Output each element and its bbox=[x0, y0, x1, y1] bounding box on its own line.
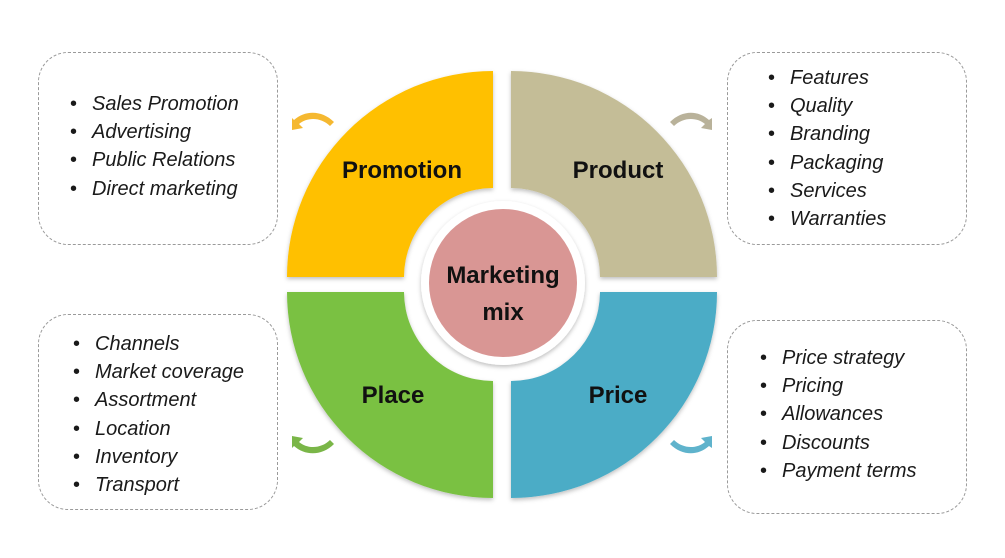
bullet-icon: • bbox=[70, 121, 78, 144]
item-text: Direct marketing bbox=[92, 177, 238, 200]
item-text: Transport bbox=[95, 474, 180, 497]
item-text: Features bbox=[790, 67, 869, 89]
list-item: • Warranties bbox=[768, 205, 886, 233]
list-item: • Price strategy bbox=[760, 344, 916, 372]
bullet-icon: • bbox=[70, 93, 78, 115]
bullet-icon: • bbox=[73, 361, 81, 384]
bullet-icon: • bbox=[70, 149, 78, 172]
bullet-icon: • bbox=[73, 389, 81, 412]
product-label: Product bbox=[573, 157, 664, 184]
bullet-icon: • bbox=[768, 208, 776, 231]
list-item: • Quality bbox=[768, 92, 886, 120]
bullet-icon: • bbox=[73, 333, 81, 355]
bullet-icon: • bbox=[768, 179, 776, 202]
center-label-line2: mix bbox=[482, 299, 524, 326]
item-text: Assortment bbox=[95, 389, 197, 412]
price-box: • Price strategy • Pricing • Allowances • Di… bbox=[727, 320, 967, 514]
promotion-box: • Sales Promotion • Advertising • Public Re… bbox=[38, 52, 278, 245]
bullet-icon: • bbox=[73, 417, 81, 440]
center-label-line1: Marketing bbox=[446, 262, 559, 289]
item-text: Allowances bbox=[782, 403, 884, 426]
list-item: • Assortment bbox=[73, 386, 244, 414]
item-text: Channels bbox=[95, 333, 180, 355]
item-text: Advertising bbox=[92, 121, 191, 144]
item-text: Pricing bbox=[782, 375, 844, 398]
price-segment bbox=[511, 292, 717, 498]
list-item: • Inventory bbox=[73, 443, 244, 471]
list-item: • Pricing bbox=[760, 372, 916, 400]
bullet-icon: • bbox=[760, 347, 768, 369]
product-list: •Features •Quality •Branding •Packaging … bbox=[768, 64, 886, 233]
price-list: • Price strategy • Pricing • Allowances • Di… bbox=[760, 344, 916, 485]
bullet-icon: • bbox=[768, 95, 776, 118]
bullet-icon: • bbox=[768, 123, 776, 146]
item-text: Price strategy bbox=[782, 347, 905, 369]
item-text: Warranties bbox=[790, 208, 887, 231]
item-text: Payment terms bbox=[782, 459, 917, 482]
list-item: • Allowances bbox=[760, 400, 916, 428]
list-item: • Features bbox=[768, 64, 886, 92]
list-item: • Packaging bbox=[768, 149, 886, 177]
item-text: Quality bbox=[790, 95, 853, 118]
bullet-icon: • bbox=[760, 375, 768, 398]
place-list: • Channels • Market coverage • Assortment •… bbox=[73, 330, 244, 499]
item-text: Branding bbox=[790, 123, 871, 146]
list-item: • Public Relations bbox=[70, 146, 239, 174]
list-item: • Services bbox=[768, 177, 886, 205]
list-item: • Transport bbox=[73, 471, 244, 499]
item-text: Market coverage bbox=[95, 361, 244, 384]
place-label: Place bbox=[362, 382, 425, 409]
list-item: • Payment terms bbox=[760, 457, 916, 485]
product-arrow-icon bbox=[670, 112, 712, 130]
bullet-icon: • bbox=[760, 403, 768, 426]
product-box: •Features •Quality •Branding •Packaging … bbox=[727, 52, 967, 245]
list-item: • Channels bbox=[73, 330, 244, 358]
item-text: Inventory bbox=[95, 445, 178, 468]
list-item: • Advertising bbox=[70, 118, 239, 146]
place-segment bbox=[287, 292, 493, 498]
list-item: • Location bbox=[73, 415, 244, 443]
bullet-icon: • bbox=[760, 431, 768, 454]
bullet-icon: • bbox=[73, 474, 81, 497]
center-circle bbox=[429, 209, 577, 357]
place-arrow-icon bbox=[292, 436, 334, 454]
product-segment bbox=[511, 71, 717, 277]
item-text: Sales Promotion bbox=[92, 93, 239, 115]
item-text: Services bbox=[790, 179, 867, 202]
bullet-icon: • bbox=[768, 67, 776, 89]
item-text: Packaging bbox=[790, 151, 884, 174]
bullet-icon: • bbox=[73, 445, 81, 468]
price-arrow-icon bbox=[670, 436, 712, 454]
list-item: • Branding bbox=[768, 120, 886, 148]
promotion-segment bbox=[287, 71, 493, 277]
item-text: Public Relations bbox=[92, 149, 236, 172]
bullet-icon: • bbox=[768, 151, 776, 174]
item-text: Location bbox=[95, 417, 171, 440]
promotion-label: Promotion bbox=[342, 157, 462, 184]
bullet-icon: • bbox=[760, 459, 768, 482]
list-item: • Discounts bbox=[760, 429, 916, 457]
promotion-arrow-icon bbox=[292, 112, 334, 130]
list-item: • Direct marketing bbox=[70, 175, 239, 203]
price-label: Price bbox=[589, 382, 648, 409]
list-item: • Sales Promotion bbox=[70, 90, 239, 118]
list-item: • Market coverage bbox=[73, 358, 244, 386]
bullet-icon: • bbox=[70, 177, 78, 200]
place-box: • Channels • Market coverage • Assortment •… bbox=[38, 314, 278, 510]
promotion-list: • Sales Promotion • Advertising • Public Re… bbox=[70, 90, 239, 203]
item-text: Discounts bbox=[782, 431, 870, 454]
